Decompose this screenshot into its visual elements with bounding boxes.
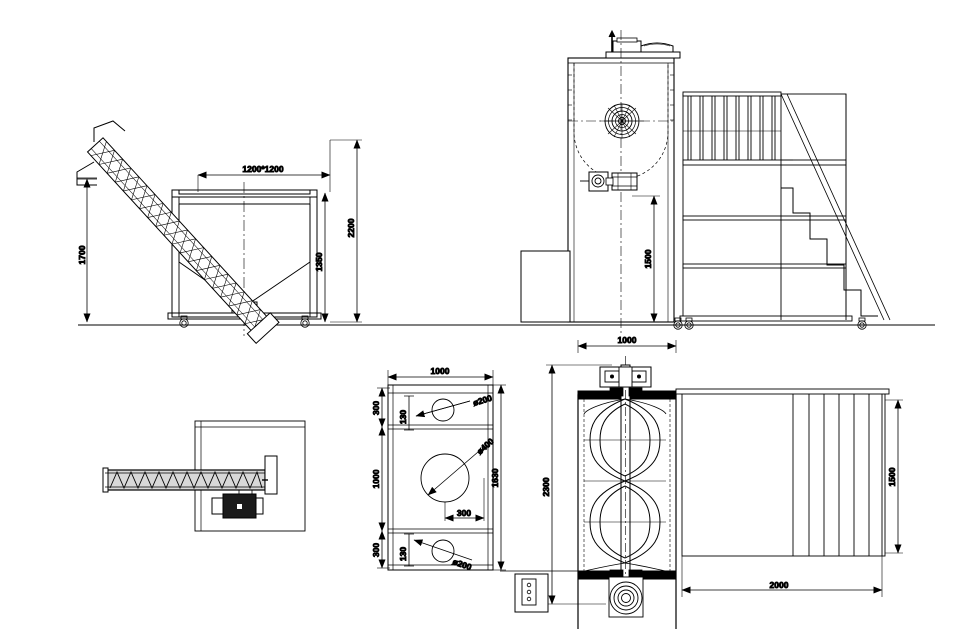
ribbon-agitator (583, 398, 667, 572)
dim-label-2000: 2000 (770, 580, 789, 590)
manhole: ø400 300 (420, 435, 496, 522)
dim-1000-detail: 1000 (387, 366, 494, 386)
control-cabinet (520, 250, 571, 323)
inclined-screw-conveyor (76, 120, 280, 345)
dim-label-1500-cabinet: 1500 (887, 467, 897, 486)
discharge-valve (580, 171, 638, 192)
stair (780, 93, 891, 321)
dim-1350: 1350 (314, 192, 329, 323)
dim-label-130-top: 130 (398, 410, 408, 424)
bottom-nozzle: ø200 130 (398, 533, 474, 573)
view-front-elevation-left: 1700 1200*1200 1350 2200 (76, 120, 362, 345)
dim-label-2200: 2200 (346, 218, 356, 237)
dim-1500-tank: 1500 (632, 195, 660, 323)
dim-stack-left: 300 1000 300 (371, 387, 390, 569)
dim-label-130-bottom: 130 (398, 547, 408, 561)
dim-2200: 2200 (330, 139, 362, 323)
shaft-collar-top-2 (628, 387, 643, 397)
screw-flight (109, 470, 263, 490)
dim-1000-mixer: 1000 (577, 335, 677, 353)
view-front-elevation-right: 1500 (520, 29, 891, 335)
dim-label-300-manhole: 300 (457, 508, 471, 518)
dim-2300: 2300 (541, 364, 612, 605)
shell-panel-outline (387, 384, 494, 571)
dim-label-300-top: 300 (371, 401, 381, 415)
dim-label-2300: 2300 (541, 477, 551, 496)
dim-1630: 1630 (490, 384, 506, 571)
handrail (682, 91, 782, 160)
dim-label-1350: 1350 (314, 252, 324, 271)
tank-lid (605, 42, 681, 59)
side-cabinet (675, 388, 890, 557)
dim-label-1630: 1630 (490, 468, 500, 487)
control-panel[interactable] (514, 573, 549, 613)
view-detail-center: ø200 130 ø400 300 ø200 130 (371, 366, 506, 573)
drive-motor (608, 29, 642, 53)
dim-1700: 1700 (77, 178, 97, 323)
view-section-right: 1000 (500, 335, 903, 629)
nozzle-label-top: ø200 (472, 393, 494, 408)
dim-label-1000-mixer: 1000 (618, 335, 637, 345)
dim-2000: 2000 (681, 556, 883, 597)
view-plan-left (102, 420, 306, 532)
dim-label-300-bottom: 300 (371, 543, 381, 557)
screw-conveyor-plan (102, 455, 278, 495)
dim-label-1500-tank: 1500 (643, 249, 653, 268)
dim-label-1000-detail: 1000 (431, 366, 450, 376)
top-bearing (599, 366, 652, 388)
dim-label-1700: 1700 (77, 245, 87, 264)
gear-motor (211, 490, 264, 519)
bottom-bearing (608, 576, 644, 618)
dim-1500-cabinet: 1500 (885, 399, 903, 554)
dim-label-1200x1200: 1200*1200 (242, 164, 283, 174)
access-platform (679, 93, 853, 322)
shaft-collar-top (609, 387, 624, 397)
top-nozzle: ø200 130 (398, 392, 494, 431)
dim-label-1000-mid: 1000 (371, 469, 381, 488)
dim-1200x1200: 1200*1200 (197, 140, 331, 192)
